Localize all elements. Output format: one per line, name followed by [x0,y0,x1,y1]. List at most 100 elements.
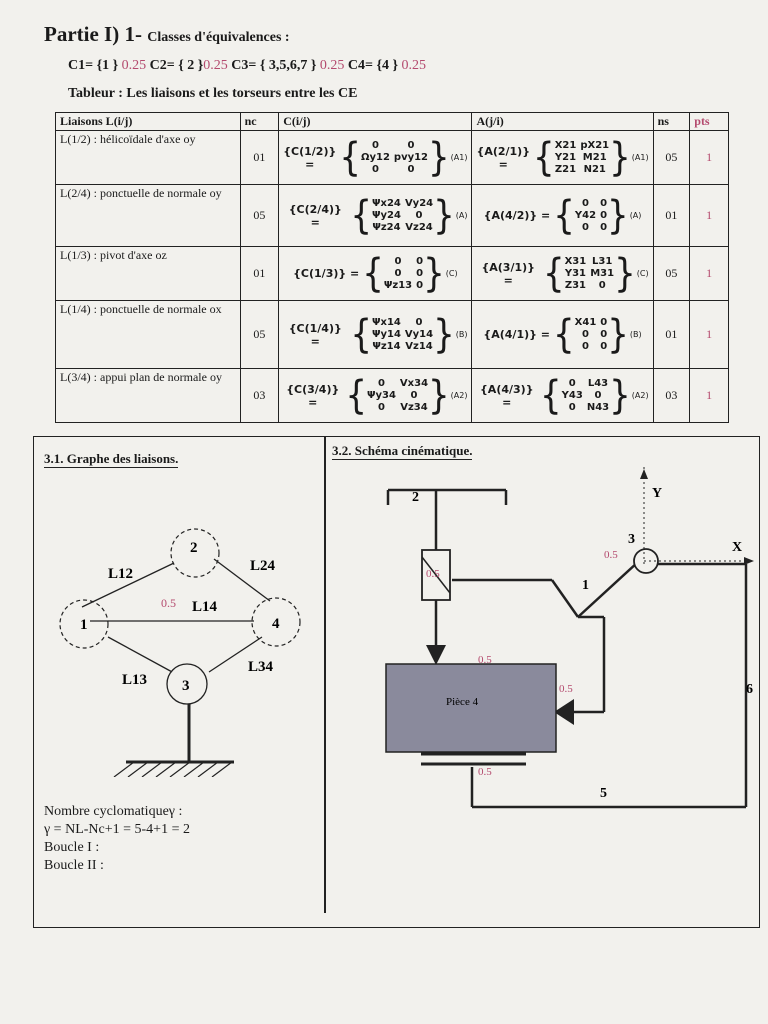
grade-contact-side: 0.5 [559,683,573,695]
class-c2: C2= { 2 } [149,58,204,73]
grade-plane: 0.5 [478,766,492,778]
matrix-entry: 0 [600,197,608,209]
ns-cell: 01 [652,300,691,369]
matrix-entry: X21 [554,139,577,151]
matrix-entry: 0 [600,221,608,233]
brace-open: { [345,372,367,419]
c-torsor-lhs: {C(1/2)} = [283,144,337,171]
contact-arrow-down [426,645,446,665]
matrix-entry: Z21 [554,163,577,175]
matrix-entry: X31 [564,255,587,267]
class-c2-grade: 0.25 [203,58,228,73]
matrix-entry: Ψz24 [372,221,401,233]
node-2-label: 2 [190,540,198,556]
title-sub: Classes d'équivalences : [147,30,290,45]
brace-open: { [540,372,562,419]
pts-cell: 1 [689,130,729,185]
col-c: C(i/j) [278,112,473,131]
matrix-entry: X41 [574,316,597,328]
pts-cell: 1 [689,300,729,369]
edge-l13 [107,636,175,674]
table-title: Tableur : Les liaisons et les torseurs e… [68,86,358,101]
matrix-entry: M21 [582,151,607,163]
piece-4 [385,663,557,753]
brace-close: } [614,250,636,297]
matrix-entry: 0 [371,139,379,151]
matrix-entry: L43 [587,377,609,389]
grade-helical: 0.5 [426,568,440,580]
brace-close: } [607,192,629,239]
matrix-entry: Ψz14 [372,340,401,352]
label-axis-x: X [732,540,742,555]
brace-close: } [428,372,450,419]
matrix-entry: L31 [592,255,613,267]
label-l13: L13 [122,672,147,688]
class-c1-grade: 0.25 [121,58,147,73]
liaison-graph: 2 1 4 3 L12 L24 L14 L13 L34 0.5 [59,528,301,777]
matrix-entry: Ψx14 [372,316,401,328]
node-3 [166,663,208,705]
brace-close: } [433,192,455,239]
matrix-entry: 0 [600,209,608,221]
matrix-entry: N21 [583,163,606,175]
ns-cell: 03 [652,368,691,423]
label-part5: 5 [600,786,607,801]
col-a: A(j/i) [471,112,654,131]
matrix-entry: Ψx24 [372,197,401,209]
matrix-entry: 0 [581,340,589,352]
matrix-entry: Vy24 [404,197,434,209]
class-c3: C3= { 3,5,6,7 } [231,58,317,73]
matrix-entry: 0 [410,389,418,401]
brace-open: { [339,134,361,181]
matrix-entry: 0 [416,255,424,267]
table-header-row: Liaisons L(i/j) nc C(i/j) A(j/i) ns pts [55,112,729,131]
label-axis-y: Y [652,486,662,501]
matrix-entry: 0 [415,209,423,221]
cyclo-line-2: γ = NL-Nc+1 = 5-4+1 = 2 [44,822,190,837]
nc-cell: 01 [239,130,280,185]
node-1 [59,599,109,649]
matrix-entry: Z31 [564,279,586,291]
nc-cell: 03 [239,368,280,423]
matrix-entry: Vz34 [400,401,428,413]
matrix-entry: Y31 [564,267,586,279]
cyclomatic-block: Nombre cyclomatiqueγ : γ = NL-Nc+1 = 5-4… [44,803,190,875]
matrix-entry: 0 [568,401,576,413]
node-4-label: 4 [272,616,280,632]
a-torsor-lhs: {A(4/3)} = [479,382,534,409]
contact-arrow-left [554,699,574,725]
c-torsor-lhs: {C(1/4)} = [288,321,342,348]
brace-open: { [362,250,384,297]
matrix-entry: 0 [594,389,602,401]
brace-close: } [428,134,450,181]
matrix-entry: 0 [371,163,379,175]
label-part3: 3 [628,532,635,547]
pts-cell: 1 [689,368,729,423]
brace-open: { [553,192,575,239]
matrix-entry: Ψy34 [366,389,396,401]
cyclo-line-4: Boucle II : [44,858,104,873]
label-piece: Pièce 4 [446,696,479,708]
title-main: Partie I) 1- [44,22,142,46]
ns-cell: 05 [652,246,691,301]
brace-open: { [533,134,555,181]
label-part1: 1 [582,578,589,593]
c-torsor-lhs: {C(1/3)} = [293,267,360,280]
matrix-entry: Vz24 [405,221,433,233]
